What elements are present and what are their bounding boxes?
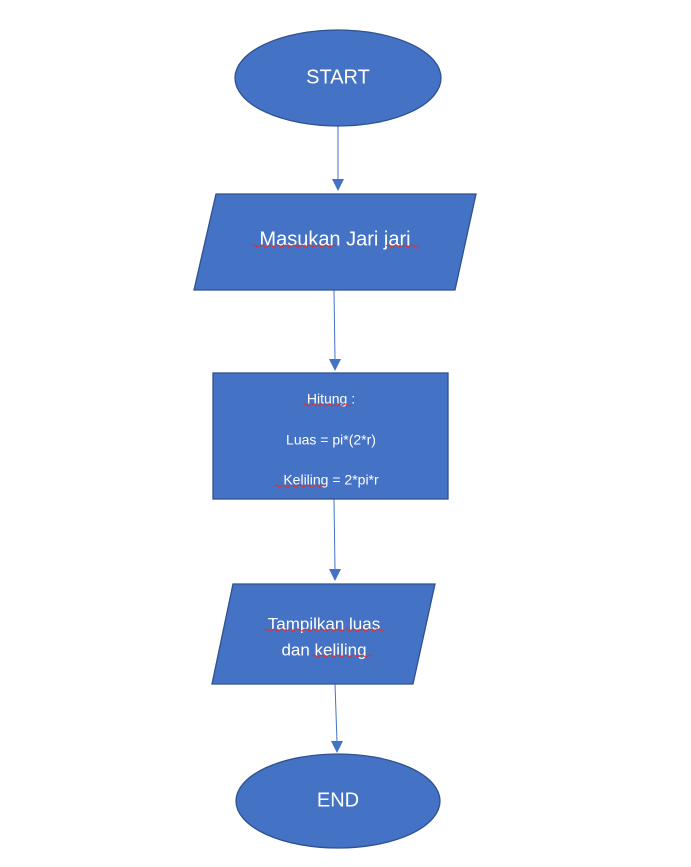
output-parallelogram: Tampilkan luas dan keliling — [211, 583, 436, 685]
input-shape — [193, 193, 477, 291]
process-line-2: Luas = pi*(2*r) — [286, 432, 376, 448]
start-terminator: START — [234, 29, 442, 127]
connector-output-to-end — [331, 683, 343, 753]
output-shape — [211, 583, 436, 685]
spellcheck-underline — [311, 654, 373, 658]
end-terminator: END — [235, 753, 441, 849]
input-label: Masukan Jari jari — [259, 228, 410, 250]
start-label: START — [306, 66, 370, 88]
start-ellipse — [234, 29, 442, 127]
input-parallelogram: Masukan Jari jari — [193, 193, 477, 291]
connector-start-to-input — [332, 126, 344, 191]
connector-process-to-output — [329, 498, 341, 581]
spellcheck-underline — [273, 484, 327, 488]
spellcheck-underline — [385, 244, 419, 248]
end-label: END — [317, 789, 359, 811]
output-line-1: Tampilkan luas — [268, 614, 380, 633]
spellcheck-underline — [251, 244, 337, 248]
connector-input-to-process — [329, 289, 341, 371]
process-line-1: Hitung : — [307, 391, 355, 407]
process-rect — [212, 372, 449, 500]
end-ellipse — [235, 753, 441, 849]
process-line-3: Keliling = 2*pi*r — [283, 472, 379, 488]
spellcheck-underline — [302, 403, 352, 407]
spellcheck-underline — [263, 628, 385, 632]
process-box: Hitung : Luas = pi*(2*r) Keliling = 2*pi… — [212, 372, 449, 500]
